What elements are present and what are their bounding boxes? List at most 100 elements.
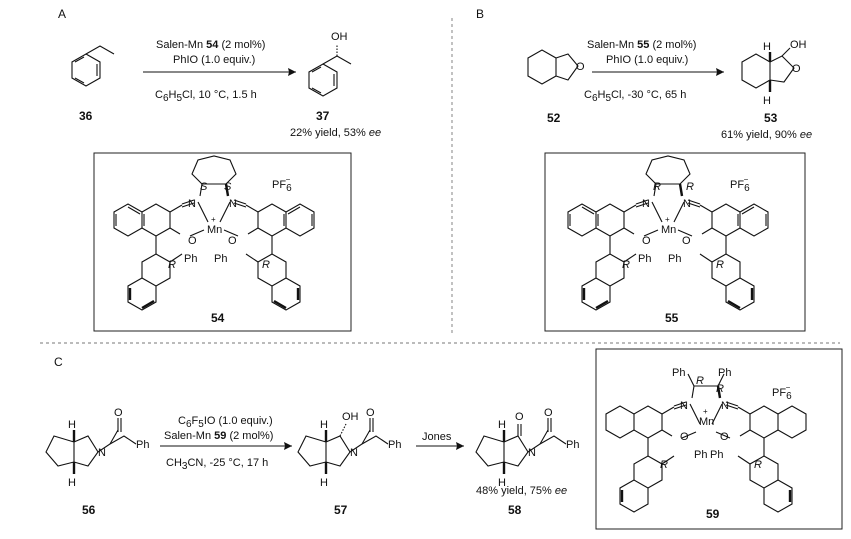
- h-bottom-56: H: [68, 477, 76, 489]
- compound-label-56: 56: [82, 503, 96, 517]
- reagent-line-B1: Salen-Mn 55 (2 mol%): [587, 39, 696, 51]
- stereo-59-bl: R: [660, 459, 668, 471]
- ph-right-59: Ph: [710, 449, 723, 461]
- ph-top-left-59: Ph: [672, 367, 685, 379]
- ph-right-55: Ph: [668, 253, 681, 265]
- catalyst-59-structure: [605, 373, 807, 513]
- mn-54: Mn: [207, 224, 222, 236]
- reagent-line-A1: Salen-Mn 54 (2 mol%): [156, 39, 265, 51]
- stereo-55-right: R: [686, 181, 694, 193]
- reagent-line-C2: Salen-Mn 59 (2 mol%): [164, 430, 273, 442]
- oh-label-37: OH: [331, 31, 348, 43]
- ph-58: Ph: [566, 439, 579, 451]
- n-right-54: N: [229, 198, 237, 210]
- h-bottom-57: H: [320, 477, 328, 489]
- stereo-54-right: S: [224, 181, 232, 193]
- structure-56: [45, 418, 137, 474]
- reagent-line-A2: PhIO (1.0 equiv.): [173, 54, 255, 66]
- stereo-54-br: R: [262, 259, 270, 271]
- oh-57: OH: [342, 411, 359, 423]
- stereo-54-left: S: [200, 181, 208, 193]
- ph-57: Ph: [388, 439, 401, 451]
- reagent-line-A3: C6H5Cl, 10 °C, 1.5 h: [155, 89, 257, 104]
- panel-label-B: B: [476, 7, 484, 21]
- counterion-54: PF6−: [272, 175, 292, 194]
- compound-label-58: 58: [508, 503, 522, 517]
- n-right-55: N: [683, 198, 691, 210]
- o-56: O: [114, 407, 123, 419]
- ph-left-55: Ph: [638, 253, 651, 265]
- compound-label-36: 36: [79, 109, 93, 123]
- plus-59: +: [703, 407, 708, 416]
- h-top-57: H: [320, 419, 328, 431]
- stereo-55-bl: R: [622, 259, 630, 271]
- oh-label-53: OH: [790, 39, 807, 51]
- o-ring-53: O: [792, 63, 801, 75]
- reagent-line-C3: CH3CN, -25 °C, 17 h: [166, 457, 268, 472]
- h-top-56: H: [68, 419, 76, 431]
- compound-label-52: 52: [547, 111, 561, 125]
- yield-58: 48% yield, 75% ee: [476, 485, 567, 497]
- plus-54: +: [211, 215, 216, 224]
- n-58: N: [528, 447, 536, 459]
- n-56: N: [98, 447, 106, 459]
- counterion-55: PF6−: [730, 175, 750, 194]
- stereo-55-left: R: [653, 181, 661, 193]
- catalyst-label-55: 55: [665, 311, 679, 325]
- structure-53: [741, 47, 795, 92]
- o-left-54: O: [188, 235, 197, 247]
- ph-top-right-59: Ph: [718, 367, 731, 379]
- stereo-54-bl: R: [168, 259, 176, 271]
- h-bottom-53: H: [763, 95, 771, 107]
- panel-label-A: A: [58, 7, 66, 21]
- reagent-line-B3: C6H5Cl, -30 °C, 65 h: [584, 89, 686, 104]
- panel-label-C: C: [54, 355, 63, 369]
- o-58: O: [544, 407, 553, 419]
- reagent-line-C1: C6F5IO (1.0 equiv.): [178, 415, 273, 430]
- oxidant-jones: Jones: [422, 431, 452, 443]
- n-right-59: N: [721, 400, 729, 412]
- o-left-55: O: [642, 235, 651, 247]
- o-right-59: O: [720, 431, 729, 443]
- structure-37: [308, 44, 352, 97]
- structure-57: [297, 418, 389, 474]
- structure-36: [71, 45, 115, 87]
- catalyst-label-54: 54: [211, 311, 225, 325]
- o-57: O: [366, 407, 375, 419]
- plus-55: +: [665, 215, 670, 224]
- o-right-54: O: [228, 235, 237, 247]
- stereo-59-right: R: [716, 383, 724, 395]
- reagent-line-B2: PhIO (1.0 equiv.): [606, 54, 688, 66]
- mn-59: Mn: [699, 416, 714, 428]
- stereo-59-left: R: [696, 375, 704, 387]
- structure-52: [527, 49, 579, 85]
- catalyst-box-54: [93, 152, 352, 332]
- h-bottom-58: H: [498, 477, 506, 489]
- ph-left-54: Ph: [184, 253, 197, 265]
- mn-55: Mn: [661, 224, 676, 236]
- compound-label-57: 57: [334, 503, 348, 517]
- stereo-59-br: R: [754, 459, 762, 471]
- n-left-55: N: [642, 198, 650, 210]
- yield-37: 22% yield, 53% ee: [290, 127, 381, 139]
- h-top-53: H: [763, 41, 771, 53]
- counterion-59: PF6−: [772, 383, 792, 402]
- catalyst-label-59: 59: [706, 507, 720, 521]
- structure-58: [475, 418, 567, 474]
- compound-label-37: 37: [316, 109, 330, 123]
- o-lactam-58: O: [515, 411, 524, 423]
- o-label-52: O: [576, 61, 585, 73]
- ph-right-54: Ph: [214, 253, 227, 265]
- ph-56: Ph: [136, 439, 149, 451]
- n-57: N: [350, 447, 358, 459]
- n-left-59: N: [680, 400, 688, 412]
- yield-53: 61% yield, 90% ee: [721, 129, 812, 141]
- o-right-55: O: [682, 235, 691, 247]
- h-top-58: H: [498, 419, 506, 431]
- catalyst-box-59: [595, 348, 843, 530]
- n-left-54: N: [188, 198, 196, 210]
- stereo-55-br: R: [716, 259, 724, 271]
- compound-label-53: 53: [764, 111, 778, 125]
